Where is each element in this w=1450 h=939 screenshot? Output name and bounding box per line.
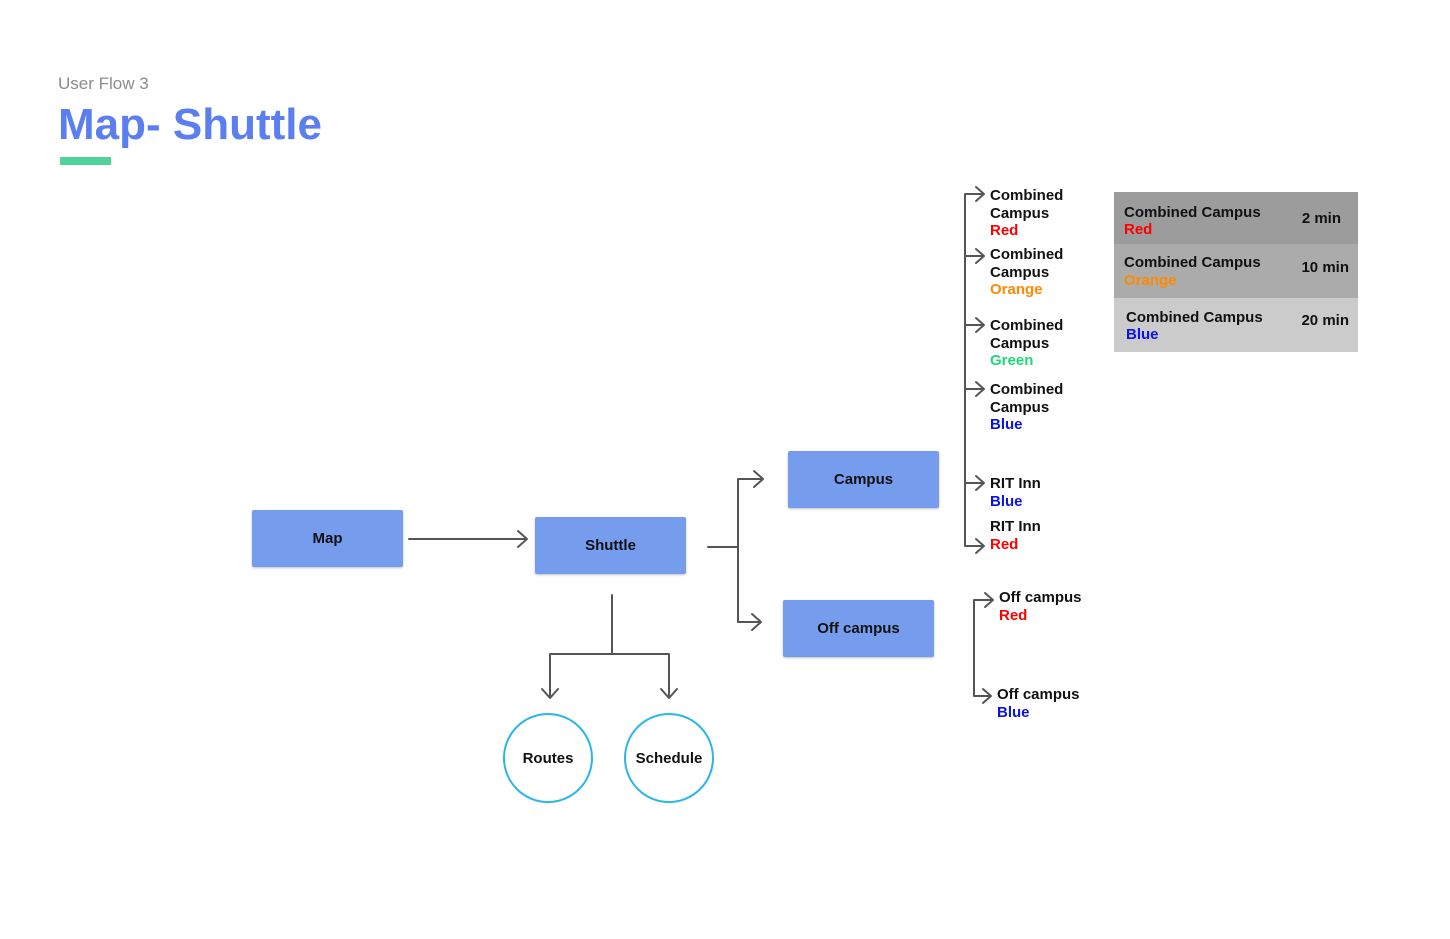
campus-route-leaf: Combined Campus Orange [990,246,1063,299]
connector-shuttle-split [707,478,763,623]
arrowhead-off-route-1-icon [984,592,994,608]
route-name-line: Off campus [997,686,1080,703]
route-name-line: Campus [990,334,1050,352]
off-campus-node: Off campus [783,600,934,657]
route-color-label: Red [999,606,1028,624]
title-accent-bar [60,157,111,165]
shuttle-node: Shuttle [535,517,686,574]
arrowhead-off-campus-icon [751,613,762,631]
route-name-line: RIT Inn [990,518,1041,535]
arrowhead-route-3-icon [975,317,985,333]
arrival-time: 2 min [1301,210,1341,227]
table-row: Combined Campus Blue 20 min [1114,298,1358,352]
campus-route-leaf: Combined Campus Red [990,187,1063,240]
route-name-line: Campus [990,398,1050,416]
page-title: Map- Shuttle [58,100,322,149]
arrowhead-route-4-icon [975,381,985,397]
route-color-label: Blue [990,492,1023,510]
route-color-label: Blue [990,416,1023,433]
table-row: Combined Campus Orange 10 min [1114,244,1358,298]
route-color-label: Blue [997,703,1030,721]
routes-node: Routes [503,713,593,803]
route-name-line: Off campus [999,589,1082,606]
route-name-line: Combined [990,381,1064,398]
route-name: Combined Campus [1126,309,1263,326]
route-color-label: Green [990,352,1034,369]
arrowhead-routes-icon [541,688,559,699]
arrowhead-route-1-icon [975,186,985,202]
arrival-time: 10 min [1301,259,1349,276]
off-campus-route-leaf: Off campus Red [999,589,1082,624]
arrival-times-table: Combined Campus Red 2 min Combined Campu… [1114,192,1358,352]
route-name-line: Combined [990,317,1064,334]
flow-subtitle: User Flow 3 [58,74,149,93]
connector-off-campus-routes [973,599,993,697]
arrival-time: 20 min [1301,312,1349,329]
arrowhead-route-5-icon [975,475,985,491]
route-color-label: Red [1124,221,1153,238]
campus-route-leaf: RIT Inn Blue [990,475,1041,510]
route-color-label: Blue [1126,326,1159,343]
arrowhead-route-6-icon [975,538,985,554]
campus-route-leaf: Combined Campus Blue [990,381,1063,434]
route-name-line: Combined [990,187,1064,204]
route-color-label: Red [990,535,1019,553]
schedule-node: Schedule [624,713,714,803]
table-row: Combined Campus Red 2 min [1114,192,1358,244]
arrowhead-schedule-icon [660,688,678,699]
route-color-label: Red [990,222,1019,239]
arrowhead-shuttle-icon [517,530,528,548]
map-node: Map [252,510,403,567]
arrowhead-route-2-icon [975,248,985,264]
connector-shuttle-children [549,594,670,698]
route-name: Combined Campus [1124,254,1261,271]
route-name-line: Combined [990,246,1064,263]
route-name: Combined Campus [1124,204,1261,221]
campus-route-leaf: RIT Inn Red [990,518,1041,553]
arrowhead-campus-icon [753,470,764,488]
campus-route-leaf: Combined Campus Green [990,317,1063,370]
campus-node: Campus [788,451,939,508]
route-color-label: Orange [1124,272,1177,289]
off-campus-route-leaf: Off campus Blue [997,686,1080,721]
connector-campus-routes [964,193,984,547]
route-name-line: Campus [990,263,1050,281]
route-name-line: Campus [990,204,1050,222]
route-color-label: Orange [990,281,1043,298]
arrowhead-off-route-2-icon [982,688,992,704]
route-name-line: RIT Inn [990,475,1041,492]
